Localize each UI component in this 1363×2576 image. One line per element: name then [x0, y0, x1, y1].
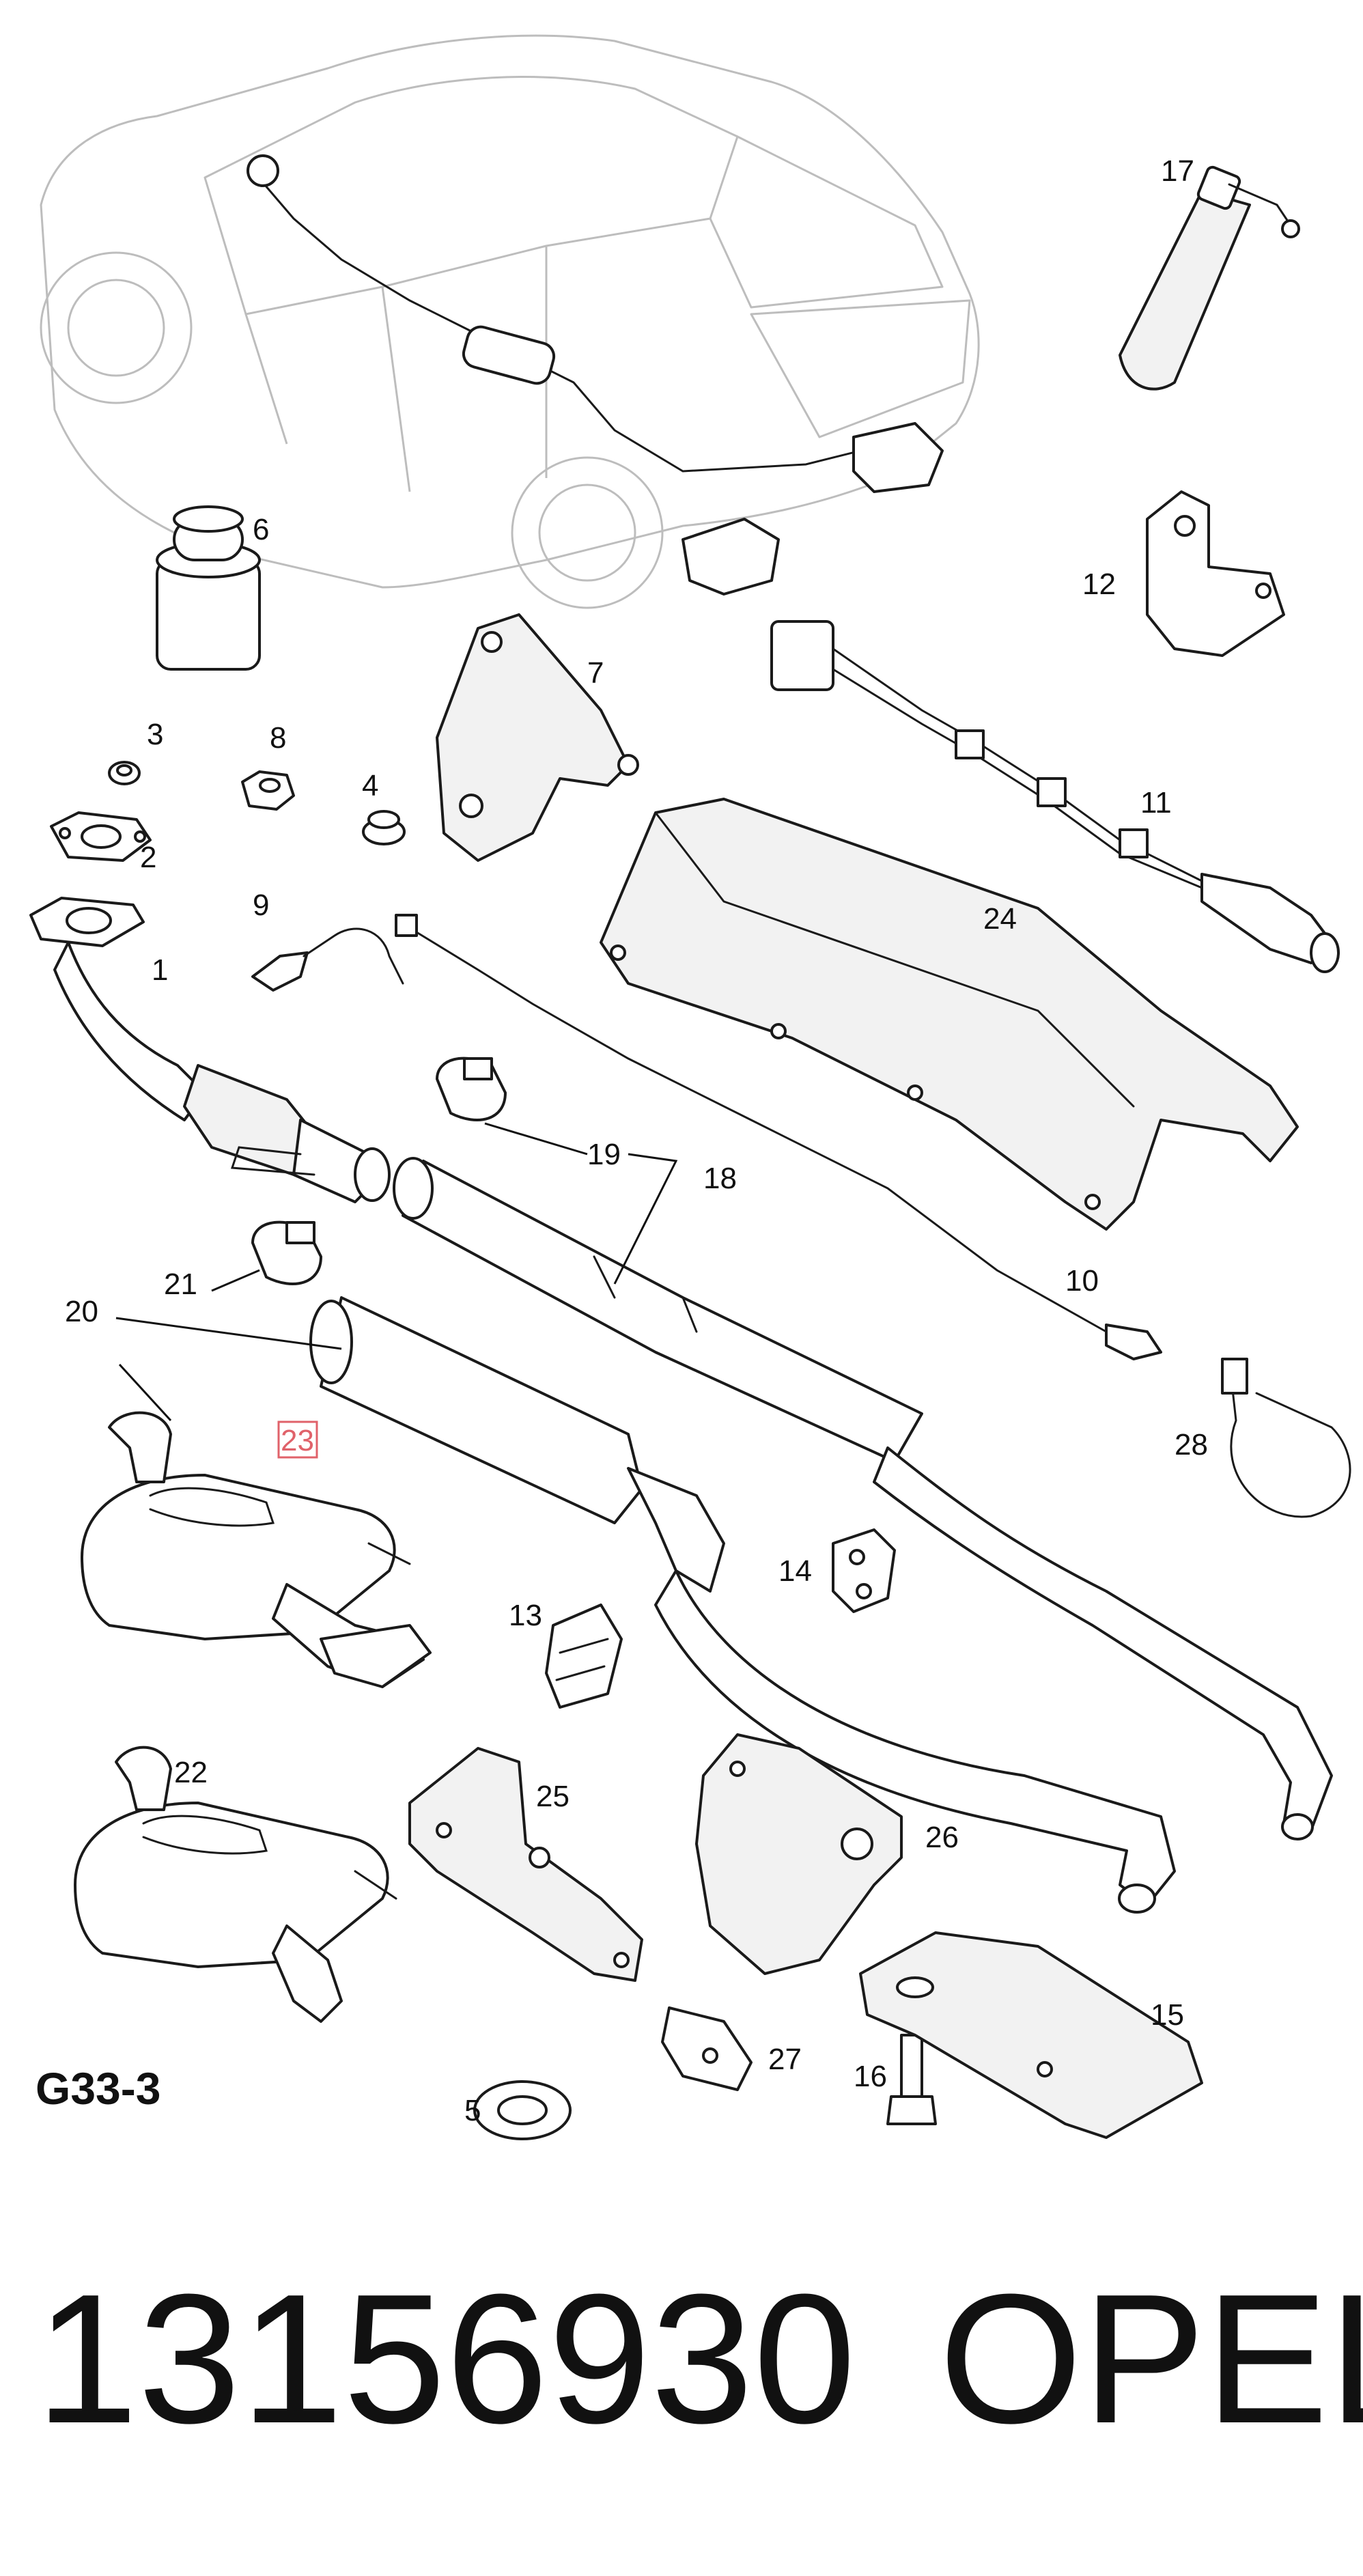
callout-4: 4 [362, 769, 378, 802]
part-centre-silencer-18 [393, 1157, 923, 1463]
callout-9: 9 [253, 888, 269, 922]
callout-23-highlight-box [277, 1420, 318, 1459]
callout-27: 27 [768, 2043, 802, 2076]
part-sensor-cable-10 [395, 914, 1162, 1360]
callout-6: 6 [253, 513, 269, 546]
callout-28: 28 [1175, 1428, 1208, 1461]
callout-22: 22 [174, 1756, 208, 1789]
exhaust-in-car-illustration [247, 154, 944, 596]
callout-20: 20 [65, 1295, 98, 1328]
part-washer-5 [473, 2080, 572, 2140]
callouts: 1 2 3 4 5 6 7 8 9 10 11 12 13 14 15 16 1… [65, 154, 1208, 2127]
part-sealant-tube [1119, 165, 1300, 391]
part-rear-silencer-22 [74, 1746, 397, 2023]
part-cable-tie-28 [1221, 1358, 1351, 1518]
callout-1: 1 [152, 953, 168, 987]
part-heat-shield-7 [436, 613, 639, 862]
part-clamp-21 [251, 1220, 322, 1285]
callout-17: 17 [1161, 154, 1194, 188]
part-nut-4 [362, 810, 406, 845]
part-bracket-25 [408, 1747, 643, 1982]
callout-2: 2 [140, 841, 156, 874]
callout-16: 16 [854, 2060, 887, 2093]
part-heat-shield-24 [600, 798, 1299, 1231]
callout-12: 12 [1082, 568, 1116, 601]
callout-26: 26 [925, 1821, 959, 1854]
part-bracket-12 [1146, 490, 1285, 657]
part-rubber-mount-14 [832, 1528, 896, 1613]
callout-21: 21 [164, 1268, 197, 1301]
part-clip-27 [661, 2006, 753, 2091]
part-heat-shield-26 [695, 1733, 903, 1975]
diagram-code-label: G33-3 [36, 2063, 161, 2114]
callout-7: 7 [587, 656, 604, 690]
part-gasket-2 [50, 811, 152, 862]
part-oxygen-sensor-9 [251, 927, 404, 992]
callout-3: 3 [147, 718, 163, 751]
leader-lines [115, 1122, 678, 1422]
callout-11: 11 [1140, 786, 1172, 820]
callout-18: 18 [703, 1162, 737, 1195]
part-bracket-13 [545, 1604, 623, 1709]
callout-15: 15 [1151, 1998, 1184, 2032]
part-wiring-harness-11 [770, 620, 1340, 973]
part-nut-8 [241, 770, 295, 811]
callout-19: 19 [587, 1138, 621, 1171]
part-container [156, 505, 261, 671]
callout-5: 5 [464, 2094, 481, 2127]
callout-8: 8 [270, 721, 286, 755]
callout-24: 24 [983, 902, 1017, 936]
part-rear-silencer-23 [81, 1411, 432, 1688]
callout-10: 10 [1065, 1264, 1099, 1298]
part-nut-3 [108, 761, 141, 785]
callout-13: 13 [509, 1599, 542, 1632]
part-number: 13156930 [36, 2256, 856, 2462]
part-bolt-16 [886, 2034, 937, 2125]
callout-23: 23 [281, 1424, 314, 1457]
part-heat-plate-15 [859, 1931, 1203, 2139]
part-clamp-19 [436, 1056, 507, 1121]
callout-25: 25 [536, 1780, 570, 1813]
callout-14: 14 [778, 1554, 812, 1588]
brand-name: OPEL [939, 2256, 1363, 2462]
part-front-pipe-catalyst [29, 897, 391, 1203]
part-intermediate-silencer-20 [309, 1296, 1333, 1914]
